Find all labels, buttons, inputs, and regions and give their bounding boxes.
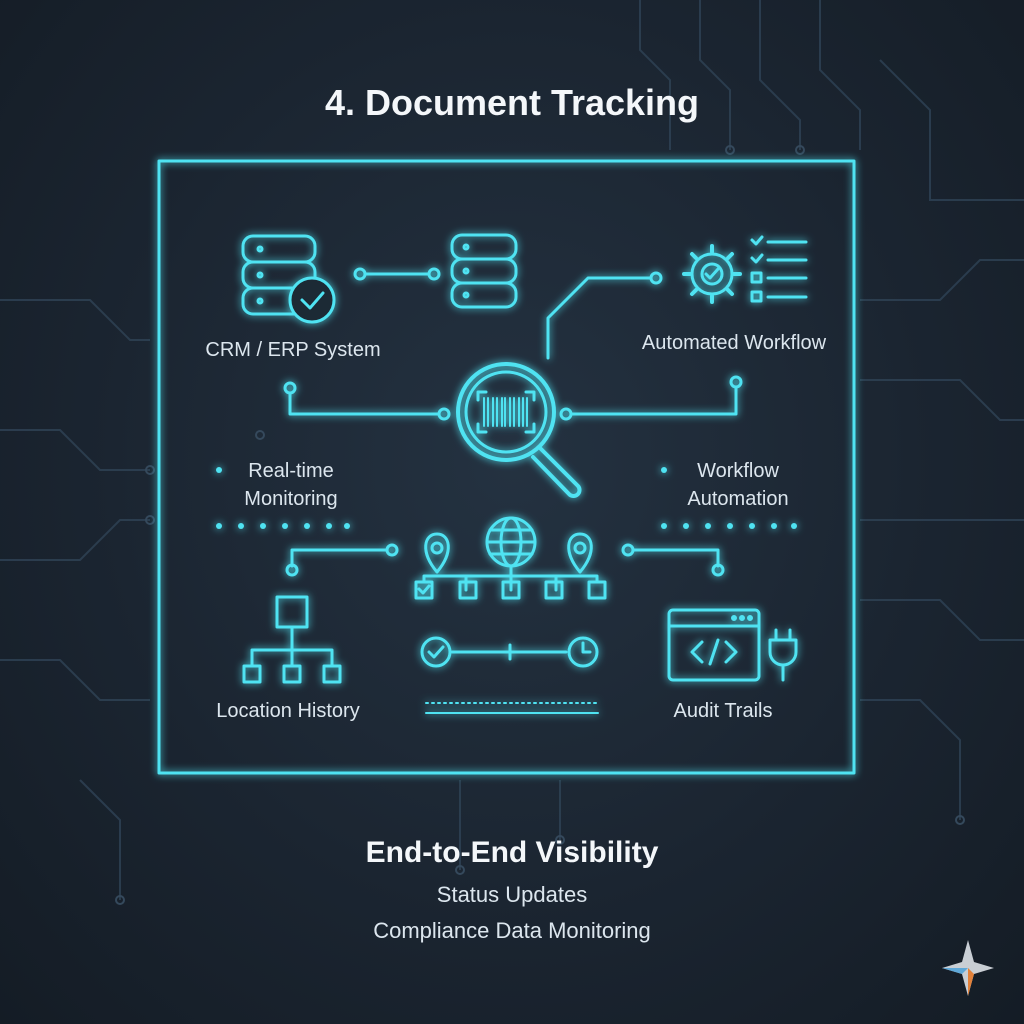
- database-icon: [450, 233, 518, 309]
- location-pin-icon: [567, 532, 593, 574]
- realtime-monitoring-label: Real-time Monitoring: [230, 457, 352, 513]
- gear-checklist-icon: [682, 235, 808, 304]
- automated-workflow-label: Automated Workflow: [641, 332, 827, 354]
- sparkle-logo-icon: [942, 940, 994, 996]
- connector-line: [290, 548, 388, 568]
- bullet-dot: [661, 467, 667, 473]
- realtime-line-1: Real-time: [248, 460, 334, 482]
- workflow-automation-label: Workflow Automation: [674, 457, 802, 513]
- connector-line: [570, 386, 738, 416]
- footer-line-2: Compliance Data Monitoring: [373, 918, 651, 943]
- connector-line: [288, 392, 440, 416]
- crm-erp-label: CRM / ERP System: [205, 339, 381, 361]
- location-history-label: Location History: [216, 700, 360, 722]
- barcode-magnifier-icon: [456, 362, 582, 498]
- location-pin-icon: [424, 532, 450, 574]
- code-window-plug-icon: [667, 608, 798, 682]
- audit-trails-label: Audit Trails: [673, 700, 773, 722]
- wfauto-line-1: Workflow: [697, 460, 779, 482]
- footer-heading: End-to-End Visibility: [365, 836, 659, 869]
- connector-line: [546, 276, 652, 360]
- hierarchy-icon: [242, 595, 342, 684]
- page-title: 4. Document Tracking: [324, 82, 700, 123]
- wfauto-line-2: Automation: [687, 488, 789, 510]
- timeline-check-clock-icon: [420, 636, 599, 668]
- realtime-line-2: Monitoring: [244, 488, 338, 510]
- connector-line: [632, 548, 720, 568]
- footer-line-1: Status Updates: [436, 882, 588, 907]
- database-check-icon: [241, 234, 336, 324]
- globe-network-icon: [414, 516, 607, 600]
- bullet-dot: [216, 467, 222, 473]
- panel-frame: [157, 159, 856, 775]
